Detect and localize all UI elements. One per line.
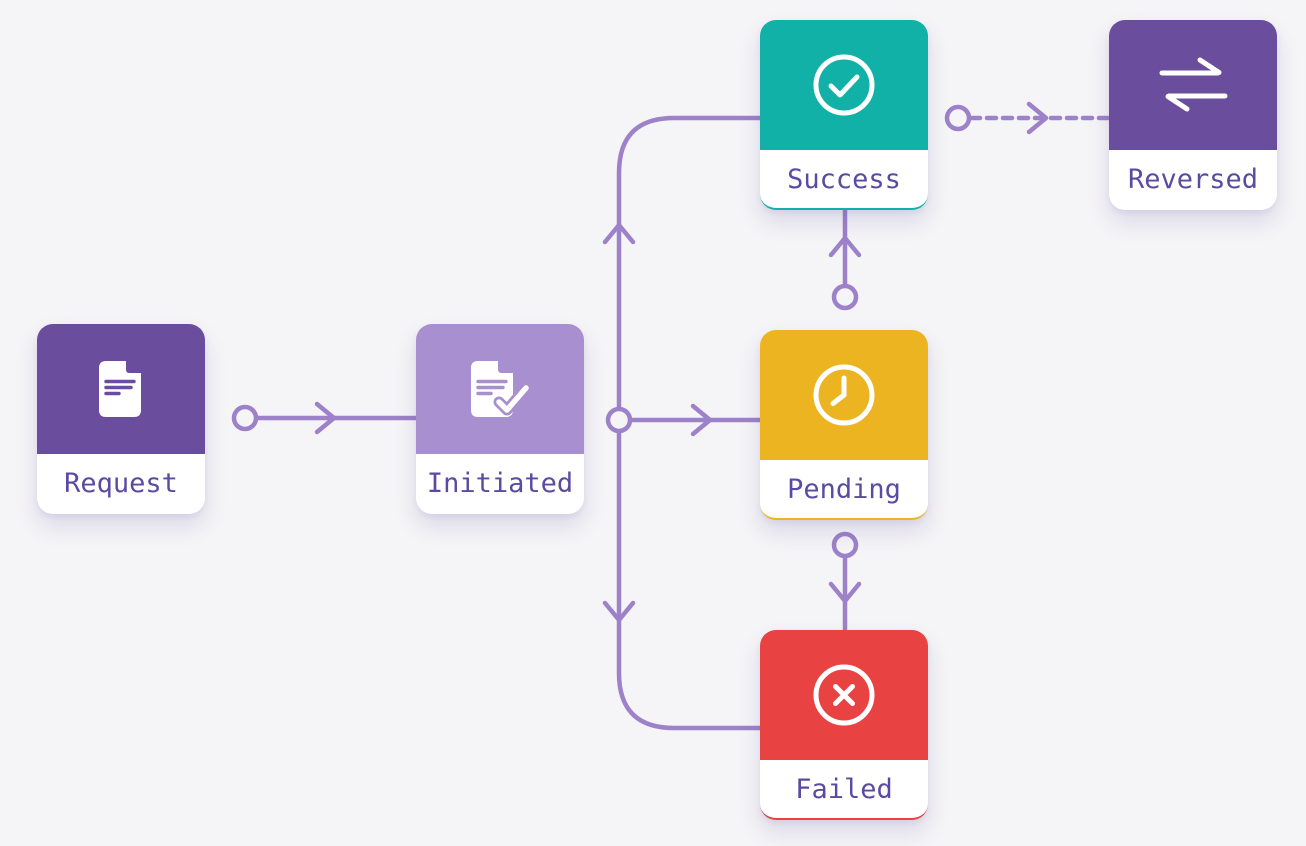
edge-initiated-success bbox=[616, 115, 763, 410]
x-circle-icon bbox=[813, 664, 875, 726]
node-reversed: Reversed bbox=[1109, 20, 1277, 210]
edge-initiated-failed bbox=[616, 430, 763, 731]
edge-source-marker bbox=[231, 404, 259, 432]
node-failed: Failed bbox=[760, 630, 928, 820]
node-label: Success bbox=[787, 163, 901, 195]
arrowhead bbox=[602, 600, 636, 623]
swap-arrows-icon bbox=[1159, 57, 1228, 112]
arrowhead bbox=[828, 235, 862, 258]
arrowhead bbox=[602, 222, 636, 245]
node-label: Initiated bbox=[426, 467, 574, 499]
edge-source-marker bbox=[831, 531, 859, 559]
node-head bbox=[760, 330, 928, 460]
clock-icon bbox=[813, 364, 875, 426]
document-check-icon bbox=[471, 361, 532, 417]
edge-junction-marker bbox=[605, 406, 633, 434]
edge-source-marker bbox=[944, 104, 972, 132]
node-head bbox=[416, 324, 584, 454]
edge-source-marker bbox=[831, 283, 859, 311]
node-label: Reversed bbox=[1127, 163, 1259, 195]
node-pending: Pending bbox=[760, 330, 928, 520]
node-label: Pending bbox=[787, 473, 901, 505]
arrowhead bbox=[690, 403, 713, 437]
node-head bbox=[1109, 20, 1277, 150]
arrowhead bbox=[828, 581, 862, 604]
node-initiated: Initiated bbox=[416, 324, 584, 514]
document-icon bbox=[99, 361, 141, 417]
node-request: Request bbox=[37, 324, 205, 514]
check-circle-icon bbox=[813, 54, 875, 116]
node-label: Failed bbox=[795, 773, 893, 805]
arrowhead bbox=[1026, 101, 1049, 135]
arrowhead bbox=[314, 401, 337, 435]
node-head bbox=[37, 324, 205, 454]
node-success: Success bbox=[760, 20, 928, 210]
node-head bbox=[760, 20, 928, 150]
node-label: Request bbox=[64, 467, 178, 499]
node-head bbox=[760, 630, 928, 760]
